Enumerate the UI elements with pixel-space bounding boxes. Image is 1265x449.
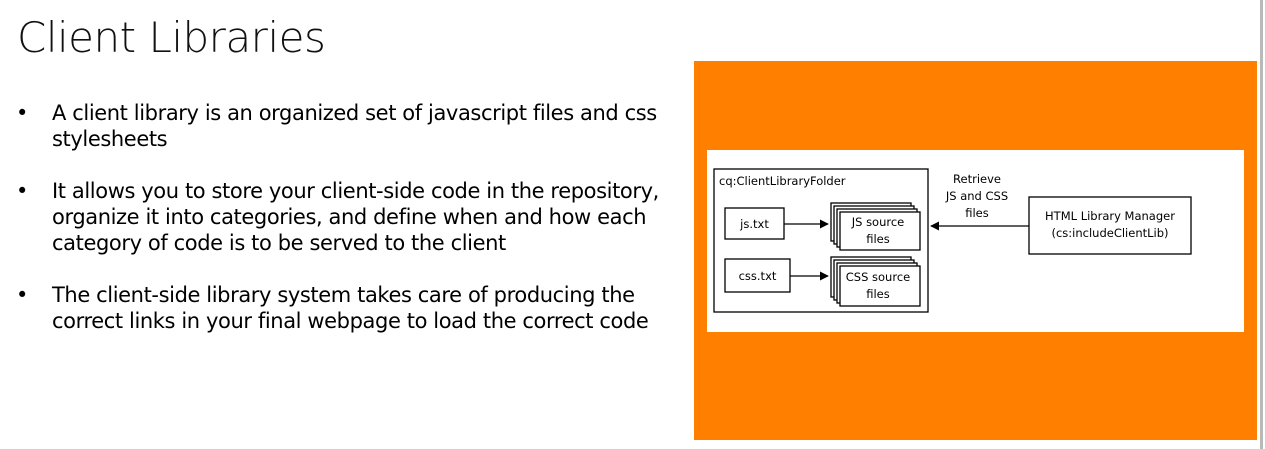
retrieve-label-1: Retrieve <box>953 172 1001 186</box>
css-source-files-stack <box>830 256 921 307</box>
js-txt-label: js.txt <box>739 217 769 231</box>
diagram-panel: cq:ClientLibraryFolder js.txt JS source … <box>694 61 1257 440</box>
bullet-item: • A client library is an organized set o… <box>16 100 666 152</box>
diagram-canvas: cq:ClientLibraryFolder js.txt JS source … <box>707 150 1244 332</box>
bullet-dot: • <box>16 283 28 307</box>
js-source-label-1: JS source <box>851 215 905 229</box>
css-txt-label: css.txt <box>739 269 777 283</box>
js-source-files-stack <box>830 202 921 251</box>
js-txt-box <box>724 207 785 240</box>
slide-title: Client Libraries <box>17 13 326 62</box>
bullet-list: • A client library is an organized set o… <box>16 100 666 360</box>
bullet-dot: • <box>16 179 28 203</box>
retrieve-label-2: JS and CSS <box>945 189 1008 203</box>
bullet-item: • It allows you to store your client-sid… <box>16 178 666 256</box>
retrieve-label-3: files <box>965 206 989 220</box>
slide-right-border <box>1260 0 1263 449</box>
manager-label-2: (cs:includeClientLib) <box>1051 226 1168 240</box>
css-source-label-2: files <box>866 287 890 301</box>
client-library-diagram: cq:ClientLibraryFolder js.txt JS source … <box>713 168 1192 313</box>
bullet-item: • The client-side library system takes c… <box>16 282 666 334</box>
bullet-text: It allows you to store your client-side … <box>52 179 659 255</box>
manager-label-1: HTML Library Manager <box>1045 209 1175 223</box>
js-source-label-2: files <box>866 232 890 246</box>
css-source-label-1: CSS source <box>846 270 910 284</box>
bullet-dot: • <box>16 101 28 125</box>
bullet-text: A client library is an organized set of … <box>52 101 657 151</box>
folder-label: cq:ClientLibraryFolder <box>719 174 846 188</box>
html-library-manager-box <box>1028 196 1192 255</box>
bullet-text: The client-side library system takes car… <box>52 283 649 333</box>
